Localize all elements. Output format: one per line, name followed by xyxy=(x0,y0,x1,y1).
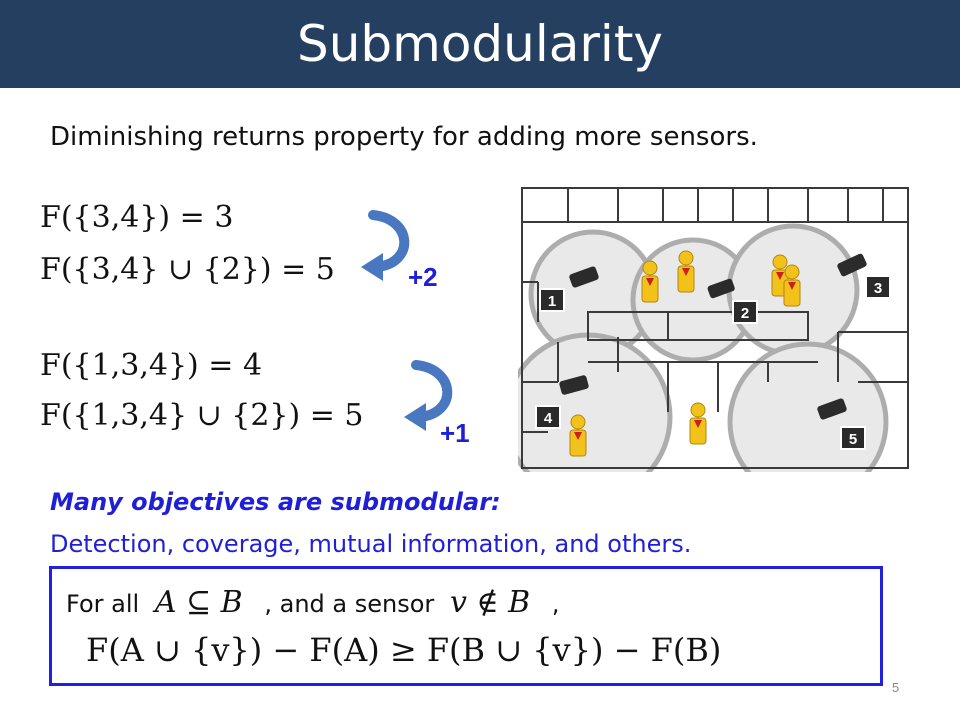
coverage-circle-4 xyxy=(518,332,673,472)
sensor-floorplan-diagram: 1 2 3 4 5 xyxy=(518,187,909,472)
title-bar xyxy=(0,0,960,88)
sensor-badge-4: 4 xyxy=(535,405,561,429)
curved-arrow-icon xyxy=(361,210,410,281)
equation-2: F({3,4} ∪ {2}) = 5 xyxy=(40,252,335,287)
coverage-circle-5 xyxy=(727,341,889,472)
person-icon xyxy=(641,260,659,303)
camera-icon xyxy=(569,266,599,288)
sensor-label-1: 1 xyxy=(548,293,556,310)
person-icon xyxy=(689,402,707,445)
camera-icon xyxy=(559,375,589,395)
sensor-badge-3: 3 xyxy=(865,275,891,299)
sensor-badge-5: 5 xyxy=(840,426,866,450)
for-all-text: For all xyxy=(66,590,140,618)
equation-3: F({1,3,4}) = 4 xyxy=(40,348,263,383)
and-sensor-text: , and a sensor xyxy=(264,590,435,618)
page-number: 5 xyxy=(892,680,900,695)
slide-subtitle: Diminishing returns property for adding … xyxy=(50,122,758,152)
slide-title: Submodularity xyxy=(296,15,664,73)
definition-box: For all A ⊆ B , and a sensor v ∉ B , F(A… xyxy=(49,566,883,686)
not-in-expression: v ∉ B xyxy=(449,585,531,620)
person-icon xyxy=(677,250,695,293)
submodularity-inequality: F(A ∪ {v}) − F(A) ≥ F(B ∪ {v}) − F(B) xyxy=(86,631,722,669)
objectives-list: Detection, coverage, mutual information,… xyxy=(50,530,692,558)
sensor-label-3: 3 xyxy=(874,280,882,297)
camera-icon xyxy=(817,398,847,420)
camera-icon xyxy=(837,253,867,277)
comma-text: , xyxy=(551,590,560,618)
curved-arrow-icon xyxy=(404,360,453,431)
sensor-label-4: 4 xyxy=(544,410,553,427)
gain-plus-2: +2 xyxy=(408,262,438,292)
sensor-label-5: 5 xyxy=(849,431,857,448)
equation-1: F({3,4}) = 3 xyxy=(40,200,234,235)
sensor-badge-1: 1 xyxy=(539,288,565,312)
equation-4: F({1,3,4} ∪ {2}) = 5 xyxy=(40,398,364,433)
person-icon xyxy=(569,414,587,457)
gain-plus-1: +1 xyxy=(440,418,470,448)
sensor-label-2: 2 xyxy=(741,305,749,322)
subset-expression: A ⊆ B xyxy=(154,585,243,620)
definition-condition: For all A ⊆ B , and a sensor v ∉ B , xyxy=(66,585,560,620)
camera-icon xyxy=(707,278,735,299)
person-icon xyxy=(783,264,801,307)
sensor-badge-2: 2 xyxy=(732,300,758,324)
objectives-heading: Many objectives are submodular: xyxy=(50,488,501,516)
